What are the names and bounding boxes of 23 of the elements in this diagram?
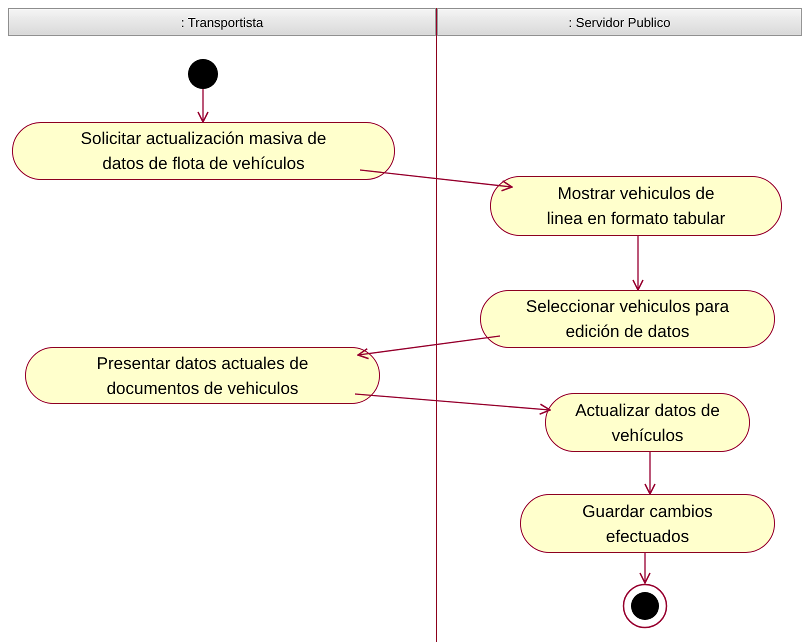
- activity-label: Seleccionar vehiculos para edición de datos: [524, 296, 730, 343]
- activity-box: [12, 122, 395, 180]
- activity-label: Mostrar vehiculos de linea en formato tabular: [546, 183, 726, 230]
- arrow: [197, 89, 209, 123]
- activity-box: [545, 393, 750, 452]
- activity-label: Presentar datos actuales de documentos de vehiculos: [96, 352, 310, 400]
- swimlane: [8, 8, 437, 642]
- final-node: [622, 583, 668, 629]
- lane-header: : Transportista: [8, 8, 436, 36]
- arrow: [639, 553, 651, 584]
- activity-label: Guardar cambios efectuados: [581, 500, 714, 548]
- activity-label: Solicitar actualización masiva de datos de flota de vehículos: [80, 128, 328, 175]
- arrow: [354, 393, 551, 415]
- lane-header: : Servidor Publico: [437, 8, 802, 36]
- activity-box: [25, 347, 380, 404]
- arrow: [357, 335, 500, 360]
- initial-node: [188, 59, 218, 89]
- arrow: [360, 169, 513, 192]
- arrow: [644, 452, 656, 495]
- activity-box: [480, 290, 775, 348]
- arrow: [632, 236, 644, 291]
- activity-box: [490, 176, 782, 236]
- activity-label: Actualizar datos de vehículos: [574, 400, 721, 446]
